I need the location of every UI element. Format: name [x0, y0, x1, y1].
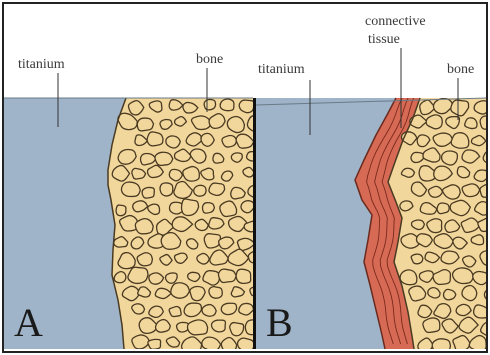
panel-b-letter: B: [266, 300, 293, 345]
panel-a-bone-cell: [211, 320, 225, 332]
panel-a-bone-cell: [222, 135, 236, 147]
panel-b-bone-cell: [401, 168, 414, 177]
panel-a-bone-cell: [209, 218, 224, 229]
panel-b-bone-cell: [465, 118, 477, 129]
panel-a-bone-cell: [116, 205, 126, 216]
panel-b-bone-cell: [400, 270, 417, 285]
panel-a-bone-cell: [160, 183, 173, 196]
panel-a-bone-cell: [194, 185, 206, 196]
panel-b-bone-cell: [428, 288, 440, 298]
panel-b-bone-cell: [411, 254, 423, 264]
panel-b-titanium-label: titanium: [258, 62, 305, 77]
panel-b-bone-cell: [443, 289, 455, 299]
panel-a-bone-cell: [236, 269, 251, 283]
panel-a-bone-cell: [171, 283, 190, 298]
panel-b-bone-cell: [453, 268, 474, 284]
panel-a-bone-cell: [135, 219, 153, 234]
panel-b-bone-label: bone: [447, 62, 474, 77]
panel-a-bone-cell: [220, 99, 234, 111]
panel-a-bone-cell: [202, 305, 216, 317]
panel-b-bone-cell: [411, 220, 424, 229]
panel-a-bone-cell: [187, 320, 207, 335]
panel-a-bone-cell: [203, 203, 215, 214]
panel-b-bone-cell: [427, 219, 442, 233]
panel-divider: [253, 98, 256, 349]
panel-b-bone-cell: [423, 318, 440, 333]
panel-a-letter: A: [14, 300, 43, 345]
panel-b-bone-cell: [480, 116, 490, 129]
panel-a-bone-cell: [137, 118, 153, 131]
panel-a-bone-cell: [166, 273, 178, 283]
panel-a-bone-cell: [147, 132, 163, 146]
panel-a-bone-cell: [188, 272, 200, 281]
panel-b-bone-cell: [442, 151, 458, 165]
panel-b-tissue-label-line2: tissue: [368, 32, 400, 47]
panel-a-bone-cell: [220, 201, 237, 216]
panel-b-bone-cell: [462, 184, 480, 197]
panel-a-bone-cell: [209, 287, 222, 299]
panel-b-bone-cell: [451, 133, 469, 149]
panel-a-bone-cell: [149, 306, 163, 317]
panel-a-bone-cell: [221, 303, 236, 314]
panel-a-bone-cell: [218, 269, 236, 282]
panel-b-bone-cell: [462, 286, 477, 301]
panel-b-bone-cell: [409, 286, 426, 301]
panel-b-tissue-label-line1: connective: [365, 14, 426, 29]
panel-a-bone-cell: [121, 182, 140, 196]
panel-a-bone-cell: [209, 183, 225, 195]
panel-a-bone-cell: [137, 253, 152, 266]
panel-a-bone-cell: [156, 320, 171, 333]
panel-a-bone-cell: [142, 187, 154, 198]
panel-a-bone-cell: [128, 267, 148, 283]
panel-a-bone-cell: [204, 234, 220, 248]
panel-a-bone-cell: [148, 339, 161, 349]
panel-a-bone-cell: [197, 253, 209, 264]
panel-a-bone-cell: [166, 136, 180, 148]
panel-a-bone-cell: [201, 133, 214, 146]
panel-a-bone-cell: [169, 306, 181, 316]
panel-a-bone-cell: [183, 167, 199, 182]
panel-a-bone-cell: [231, 153, 242, 162]
panel-b-bone-cell: [428, 186, 442, 197]
panel-a-bone-cell: [204, 99, 216, 109]
panel-a-bone-cell: [132, 304, 145, 314]
panel-a-bone-cell: [169, 169, 182, 180]
panel-a-bone-cell: [155, 152, 173, 165]
panel-a-bone-label: bone: [196, 52, 223, 67]
panel-a-bone-cell: [230, 323, 244, 336]
panel-b-bone-cell: [437, 203, 449, 214]
panel-a-bone-cell: [239, 100, 254, 113]
panel-a-bone-cell: [243, 167, 254, 177]
panel-a-titanium-label: titanium: [18, 57, 65, 72]
